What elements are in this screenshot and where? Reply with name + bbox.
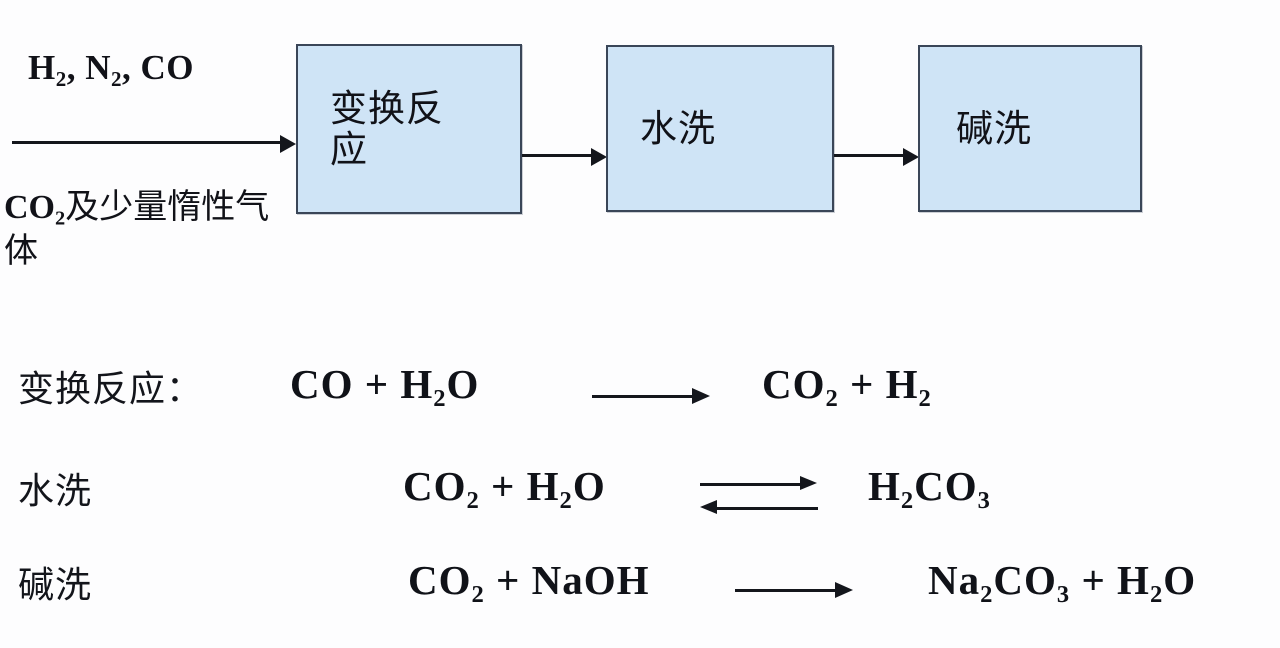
equation-reactants-shift-reaction: CO + H₂O [290,361,480,407]
connector-1-arrow-head-icon [591,148,607,166]
feed-outlet-formula: CO₂ [4,189,66,226]
equation-reactants-alkali-wash: CO₂ + NaOH [408,557,650,603]
equation-equilibrium-arrow-icon [700,476,820,522]
equation-products-water-wash: H₂CO₃ [868,463,991,509]
connector-2-arrow-head-icon [903,148,919,166]
feed-arrow-line [12,141,284,144]
equation-arrow-right-icon [592,382,712,412]
equation-row-shift-reaction: 变换反应： CO + H₂O CO₂ + H₂ [0,360,1280,430]
feed-outlet-text: 及少量惰性气体 [4,187,270,271]
feed-arrow-head-icon [280,135,296,153]
process-box-shift-reaction[interactable]: 变换反应 [296,44,522,214]
equation-products-alkali-wash: Na₂CO₃ + H₂O [928,557,1197,603]
equation-row-alkali-wash: 碱洗 CO₂ + NaOH Na₂CO₃ + H₂O [0,556,1280,626]
equation-label-shift-reaction: 变换反应： [18,369,204,410]
equation-arrow-right-icon-2 [735,576,855,606]
equation-label-alkali-wash: 碱洗 [18,565,93,606]
equation-products-shift-reaction: CO₂ + H₂ [762,361,932,407]
equation-row-water-wash: 水洗 CO₂ + H₂O H₂CO₃ [0,462,1280,532]
connector-1-line [522,154,594,157]
equation-reactants-water-wash: CO₂ + H₂O [403,463,606,509]
feed-inlet-gas-label: H₂, N₂, CO [28,48,194,87]
connector-2-line [834,154,906,157]
process-box-shift-reaction-label: 变换反应 [330,86,444,171]
process-box-water-wash-label: 水洗 [640,106,716,150]
process-box-water-wash[interactable]: 水洗 [606,45,834,212]
feed-outlet-gas-label: CO₂及少量惰性气体 [4,186,272,272]
process-box-alkali-wash-label: 碱洗 [956,106,1032,150]
equation-label-water-wash: 水洗 [18,471,93,512]
process-box-alkali-wash[interactable]: 碱洗 [918,45,1142,212]
